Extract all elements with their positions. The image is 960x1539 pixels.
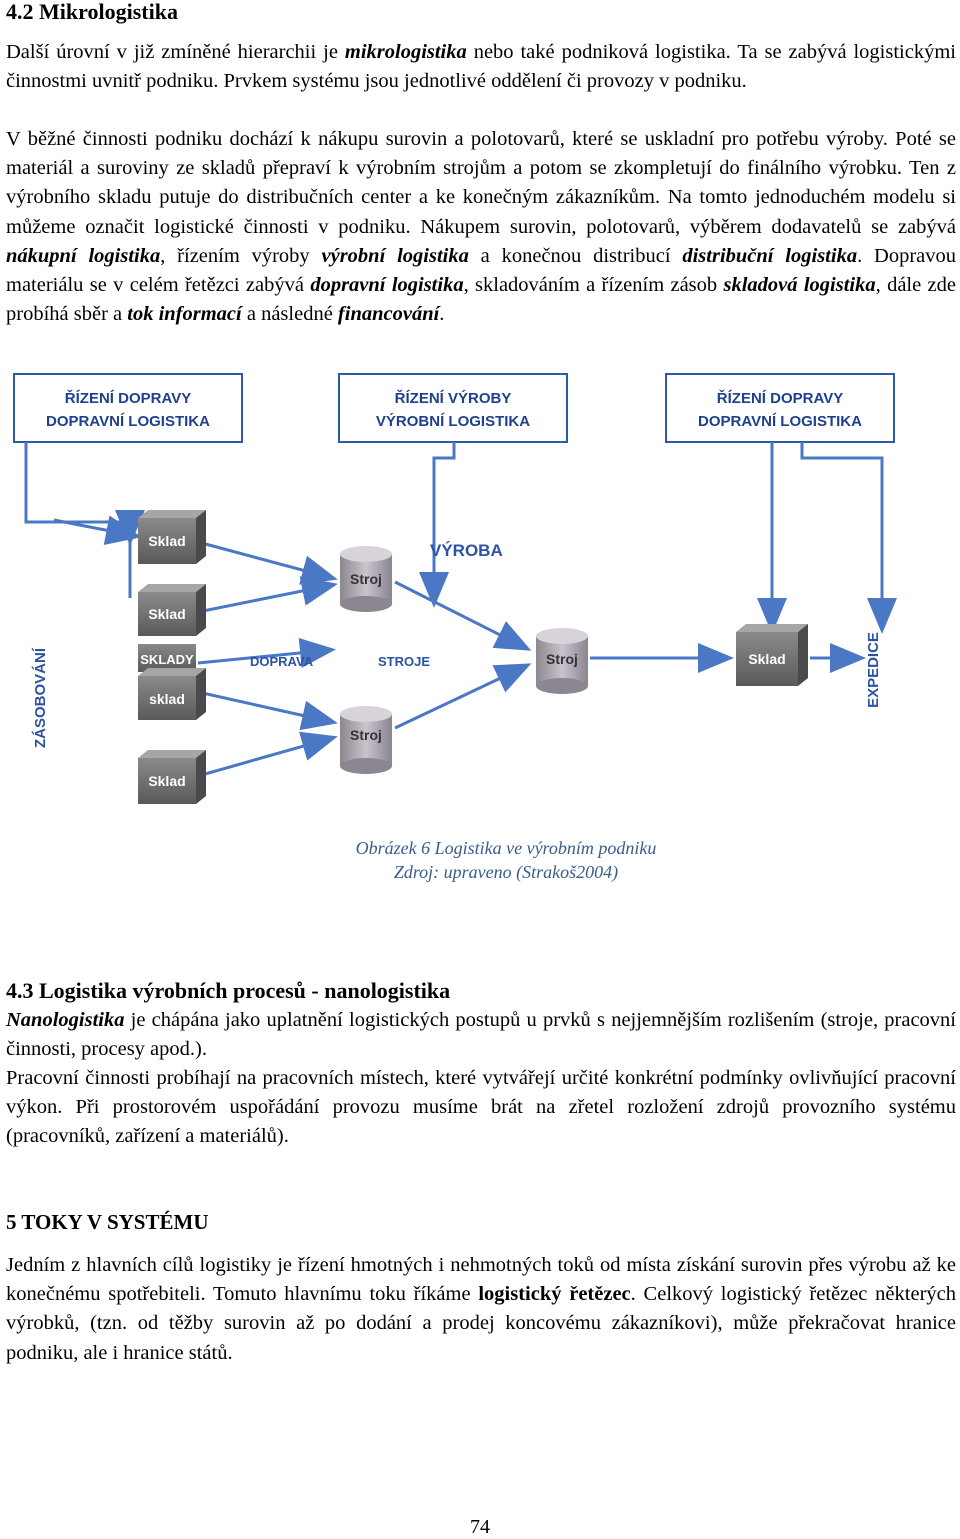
store-left-2: Sklad <box>138 584 206 636</box>
paragraph-toky: Jedním z hlavních cílů logistiky je říze… <box>6 1254 956 1364</box>
box-right-line1: ŘÍZENÍ DOPRAVY <box>717 389 843 407</box>
svg-text:Sklad: Sklad <box>748 651 785 667</box>
svg-text:Sklad: Sklad <box>148 773 185 789</box>
logistics-diagram: ŘÍZENÍ DOPRAVY DOPRAVNÍ LOGISTIKA ŘÍZENÍ… <box>10 370 950 832</box>
vertical-label-zasobovani: ZÁSOBOVÁNÍ <box>32 647 49 748</box>
figure-source: Zdroj: upraveno (Strakoš2004) <box>393 862 619 882</box>
paragraph-mikrologistika-detail: V běžné činnosti podniku dochází k nákup… <box>6 128 956 326</box>
svg-text:sklad: sklad <box>149 691 185 707</box>
box-left-line2: DOPRAVNÍ LOGISTIKA <box>46 413 210 430</box>
vertical-label-expedice: EXPEDICE <box>865 632 882 708</box>
svg-text:Stroj: Stroj <box>546 651 578 667</box>
svg-text:Sklad: Sklad <box>148 533 185 549</box>
machine-cylinder-2: Stroj <box>536 628 588 694</box>
paragraph-nanologistika-detail: Pracovní činnosti probíhají na pracovníc… <box>6 1067 956 1148</box>
box-right-transport: ŘÍZENÍ DOPRAVY DOPRAVNÍ LOGISTIKA <box>665 373 895 443</box>
section-heading-4-3: 4.3 Logistika výrobních procesů - nanolo… <box>6 978 451 1003</box>
label-stroje: STROJE <box>378 654 430 669</box>
section-heading-4-2: 4.2 Mikrologistika <box>6 0 178 24</box>
store-right: Sklad <box>736 624 808 686</box>
paragraph-nanologistika-definition: Nanologistika je chápána jako uplatnění … <box>6 1009 956 1061</box>
box-middle-line1: ŘÍZENÍ VÝROBY <box>395 389 512 407</box>
svg-text:SKLADY: SKLADY <box>140 652 194 667</box>
store-left-3: SKLADY <box>138 644 196 672</box>
paragraph-mikrologistika-intro: Další úrovní v již zmíněné hierarchii je… <box>6 41 956 93</box>
box-left-line1: ŘÍZENÍ DOPRAVY <box>65 389 191 407</box>
label-vyroba: VÝROBA <box>430 541 503 560</box>
box-middle-production: ŘÍZENÍ VÝROBY VÝROBNÍ LOGISTIKA <box>338 373 568 443</box>
svg-text:Sklad: Sklad <box>148 606 185 622</box>
box-right-line2: DOPRAVNÍ LOGISTIKA <box>698 413 862 430</box>
store-left-1: Sklad <box>138 510 206 564</box>
label-doprava: DOPRAVA <box>250 654 314 669</box>
svg-text:Stroj: Stroj <box>350 727 382 743</box>
machine-cylinder-3: Stroj <box>340 706 392 774</box>
box-left-transport: ŘÍZENÍ DOPRAVY DOPRAVNÍ LOGISTIKA <box>13 373 243 443</box>
machine-cylinder-1: Stroj <box>340 546 392 612</box>
store-left-4: sklad <box>138 668 206 720</box>
section-heading-5: 5 TOKY V SYSTÉMU <box>6 1210 209 1234</box>
page-number: 74 <box>470 1516 490 1538</box>
figure-caption: Obrázek 6 Logistika ve výrobním podniku <box>355 838 657 858</box>
box-middle-line2: VÝROBNÍ LOGISTIKA <box>376 412 530 430</box>
svg-text:Stroj: Stroj <box>350 571 382 587</box>
store-left-5: Sklad <box>138 750 206 804</box>
